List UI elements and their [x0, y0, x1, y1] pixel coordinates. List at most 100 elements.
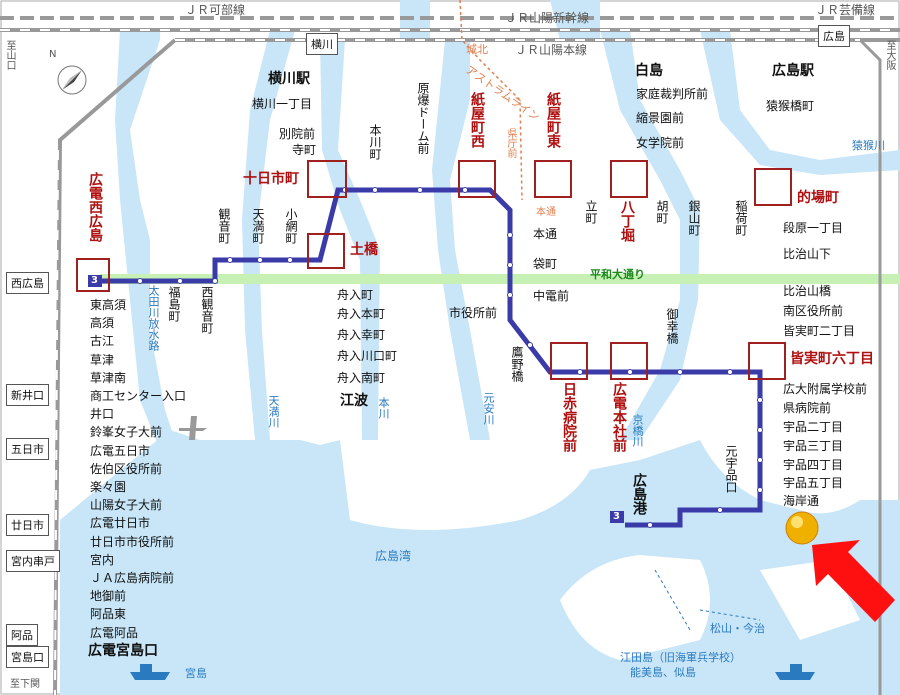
major-stop-label: 土橋 — [350, 242, 378, 258]
stop-label: 舟入本町 — [337, 307, 386, 321]
major-stop-frame — [748, 342, 786, 380]
stop-label: 宮内 — [90, 552, 115, 567]
stop-label: 原爆ドーム前 — [416, 82, 430, 154]
stop-label: 小網町 — [284, 208, 298, 244]
major-stop-frame — [307, 160, 347, 198]
eba-label: 江波 — [340, 393, 368, 409]
rail-label-kabe: ＪＲ可部線 — [185, 3, 246, 17]
stop-label: 佐伯区役所前 — [90, 461, 163, 476]
major-stop-label: 広電西広島 — [87, 172, 103, 242]
stop-label: 比治山橋 — [783, 284, 832, 298]
stop-label: 東高須 — [90, 298, 127, 312]
stop-label: 草津 — [90, 352, 115, 367]
matsuyama-label: 松山・今治 — [710, 622, 765, 635]
major-stop-label: 的場町 — [797, 190, 839, 206]
river-label: 京橋川 — [631, 414, 644, 447]
stop-label: 阿品東 — [90, 607, 127, 622]
yokogawa-station-label: 横川駅 — [268, 71, 310, 87]
west-stops-list: 東高須 高須 古江 草津 草津南 商工センター入口 井口 鈴峯女子大前 広電五日… — [90, 296, 186, 642]
pointer-arrow-icon — [812, 540, 895, 622]
major-stop-frame — [307, 233, 345, 269]
to-yamaguchi-label: 至山口 — [4, 40, 15, 70]
stop-label: 商工センター入口 — [90, 389, 187, 404]
river-label: 本川 — [377, 397, 390, 419]
stop-label: 海岸通 — [783, 494, 820, 508]
station-box: 宮島口 — [6, 646, 49, 668]
stop-label: 楽々園 — [90, 480, 127, 495]
stop-label: 市役所前 — [449, 306, 498, 320]
stop-label: 別院前 — [279, 127, 316, 141]
major-stop-label: 皆実町六丁目 — [790, 351, 874, 367]
stop-label: 家庭裁判所前 — [636, 87, 709, 101]
stop-label: 比治山下 — [783, 247, 832, 261]
major-stop-label: 広電本社前 — [611, 382, 627, 452]
heiwa-street-label: 平和大通り — [590, 268, 645, 281]
major-stop-label: 広電宮島口 — [88, 643, 158, 659]
stop-label: 広電五日市 — [90, 443, 151, 458]
etajima-label: 江田島（旧海軍兵学校） — [620, 651, 741, 664]
stop-label: 鈴峯女子大前 — [90, 425, 163, 440]
water — [60, 0, 900, 695]
station-box: 新井口 — [6, 384, 49, 406]
stop-label: 廿日市市役所前 — [90, 534, 175, 549]
major-stop-label: 日赤病院前 — [561, 382, 577, 452]
stop-label: 広大附属学校前 — [783, 382, 868, 396]
stop-label: 古江 — [90, 334, 115, 349]
major-stop-frame — [534, 160, 572, 198]
major-stop-frame — [76, 258, 110, 292]
stop-label: 福島町 — [167, 286, 181, 322]
stop-label: 観音町 — [217, 208, 231, 244]
compass-n: N — [49, 49, 57, 60]
to-miyoshi-label: 至大阪 — [884, 40, 895, 70]
yokogawa-box: 横川 — [306, 33, 338, 55]
major-stop-frame — [550, 342, 588, 380]
stop-label: 舟入南町 — [337, 371, 386, 385]
station-box: 阿品 — [6, 624, 38, 646]
stop-label: 草津南 — [90, 370, 127, 385]
kencho-label: 県庁前 — [505, 128, 516, 158]
stop-label: 銀山町 — [687, 200, 701, 236]
stop-label: 鷹野橋 — [510, 346, 524, 382]
station-box: 西広島 — [6, 272, 49, 294]
river-label: 天満川 — [267, 395, 280, 428]
stop-label: 宇品三丁目 — [783, 439, 844, 453]
astram-line — [459, 0, 523, 201]
stop-label: 舟入幸町 — [337, 328, 386, 342]
stop-label: 胡町 — [655, 200, 669, 224]
station-box: 廿日市 — [6, 514, 49, 536]
hiroshima-station-label: 広島駅 — [772, 63, 814, 79]
stop-label: 宇品四丁目 — [783, 458, 844, 472]
hiroshima-box: 広島 — [818, 25, 850, 47]
stop-label: 西観音町 — [200, 286, 214, 334]
river-label: 太田川放水路 — [147, 285, 160, 351]
major-stop-label: 紙屋町西 — [469, 92, 485, 148]
stop-label: 本川町 — [368, 124, 382, 160]
stop-label: 立町 — [584, 200, 598, 224]
stop-label: 井口 — [90, 407, 115, 422]
major-stop-frame — [610, 160, 648, 198]
to-shimonoseki-label: 至下関 — [10, 679, 40, 690]
stop-label: 本通 — [533, 227, 558, 241]
route-number: 3 — [613, 511, 620, 522]
stop-label: 宇品五丁目 — [783, 476, 844, 490]
stop-label: 縮景園前 — [636, 111, 685, 125]
stop-label: 宇品二丁目 — [783, 420, 844, 434]
route-number: 3 — [91, 275, 98, 286]
major-stop-label: 八丁堀 — [619, 200, 635, 242]
major-stop-frame — [754, 168, 792, 206]
miyajima-label: 宮島 — [185, 667, 207, 680]
stop-label: 地御前 — [90, 589, 127, 604]
major-stop-label: 十日市町 — [243, 171, 299, 187]
stop-label: 御幸橋 — [665, 308, 679, 344]
current-location-icon — [785, 511, 819, 545]
stop-label: 山陽女子大前 — [90, 498, 163, 513]
major-stop-label: 紙屋町東 — [545, 92, 561, 148]
stop-label: 広電阿品 — [90, 625, 139, 640]
stop-label: 稲荷町 — [734, 200, 748, 236]
station-box: 五日市 — [6, 438, 49, 460]
stop-label: 天満町 — [251, 208, 265, 244]
stop-label: 猿猴橋町 — [766, 99, 815, 113]
nomi-label: 能美島、似島 — [630, 666, 696, 679]
route-stops — [137, 187, 763, 528]
major-stop-label: 広島港 — [631, 473, 647, 515]
